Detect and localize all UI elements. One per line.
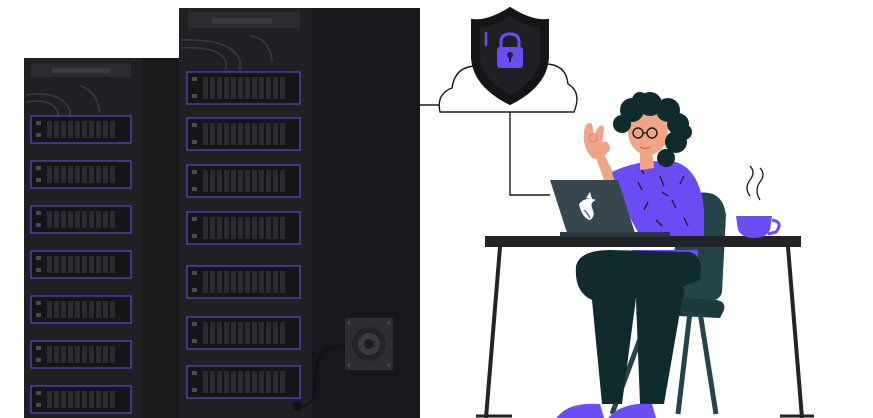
left-rack-slot <box>30 250 132 279</box>
left-rack-slot <box>30 340 132 369</box>
shield-lock-icon <box>471 6 549 106</box>
left-rack-slot <box>30 160 132 189</box>
left-server-rack-icon <box>24 58 182 418</box>
right-server-rack-icon <box>179 8 420 418</box>
right-rack-slot <box>186 164 301 198</box>
right-rack-slot <box>186 365 301 399</box>
coffee-cup-icon <box>736 165 781 238</box>
laptop-icon <box>550 180 670 237</box>
desk-icon <box>476 236 814 418</box>
right-rack-slots <box>186 71 301 399</box>
right-rack-slot <box>186 117 301 151</box>
left-rack-slots <box>30 115 132 414</box>
left-rack-slot <box>30 385 132 414</box>
right-rack-slot <box>186 71 301 105</box>
right-rack-slot <box>186 211 301 245</box>
left-rack-slot <box>30 295 132 324</box>
right-rack-slot <box>186 316 301 350</box>
left-rack-slot <box>30 115 132 144</box>
left-rack-slot <box>30 205 132 234</box>
fan-icon <box>345 318 393 370</box>
right-rack-slot <box>186 265 301 299</box>
laptop-logo-icon <box>579 192 596 220</box>
